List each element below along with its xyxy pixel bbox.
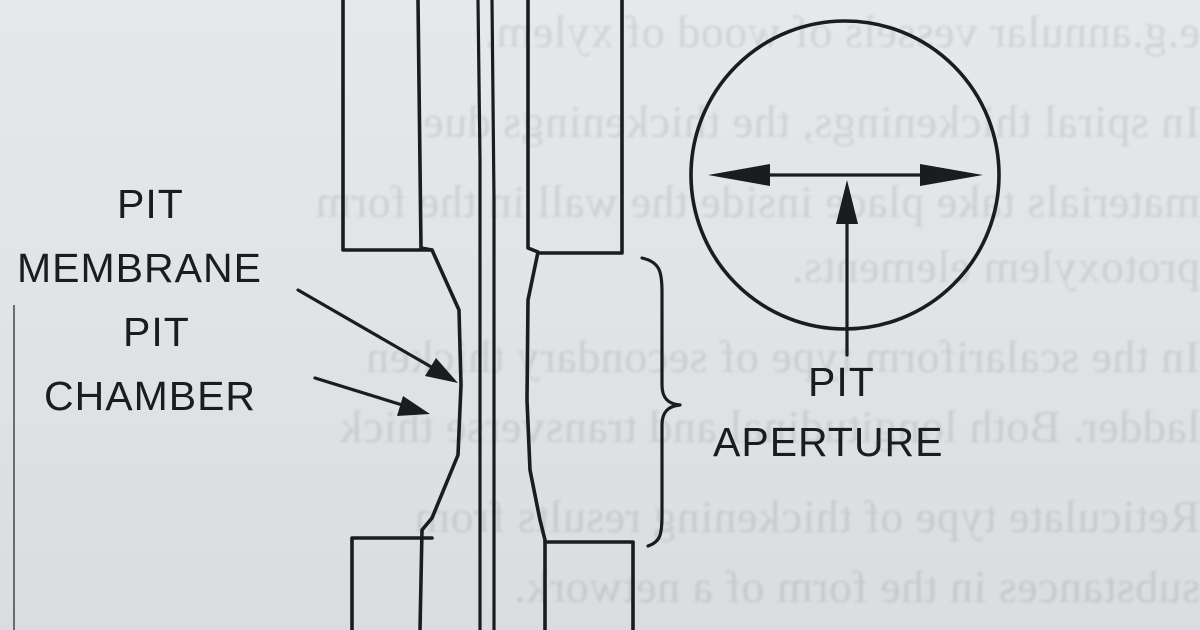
- pit-aperture-brace: [640, 256, 682, 548]
- pit-chamber-arrow-shaft: [313, 376, 414, 410]
- aperture-left-arrow-head: [708, 164, 770, 186]
- label-pit-aperture-line1: PIT: [808, 359, 875, 405]
- label-pit-chamber-line2: CHAMBER: [44, 373, 256, 419]
- pit-membrane-arrow-shaft: [296, 288, 442, 374]
- label-pit-chamber-line1: PIT: [123, 309, 190, 355]
- pit-face-view-circle: [689, 19, 1001, 331]
- pit-membrane-arrow-head: [425, 358, 458, 383]
- label-pit-membrane-line2: MEMBRANE: [17, 245, 262, 291]
- aperture-right-arrow-head: [920, 164, 983, 186]
- label-pit-aperture-line2: APERTURE: [713, 419, 944, 465]
- right-lower-wall-block: [543, 540, 635, 630]
- pit-membrane-left-edge: [476, 0, 482, 630]
- pit-membrane-right-edge: [490, 0, 496, 630]
- right-upper-wall-block: [536, 0, 624, 255]
- left-lower-wall-block: [350, 536, 434, 630]
- left-upper-wall-block: [341, 0, 434, 252]
- pit-chamber-arrow-head: [397, 396, 430, 416]
- label-pit-membrane-line1: PIT: [117, 181, 184, 227]
- left-wall-pit-border: [416, 0, 463, 630]
- right-wall-pit-border: [525, 0, 547, 630]
- pit-aperture-pointer-head: [836, 180, 858, 224]
